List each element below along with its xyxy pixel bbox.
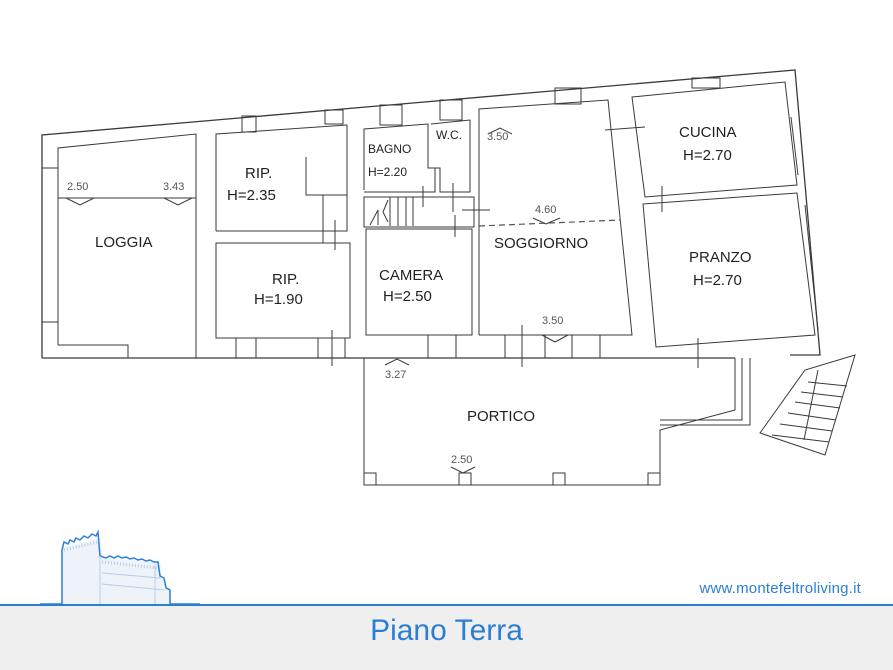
label-cucina: CUCINA [679,124,737,141]
dim-portico-bottom: 2.50 [451,454,472,466]
height-rip-1: H=2.35 [227,187,276,204]
room-wc [422,99,471,212]
dim-loggia-right: 3.43 [163,181,184,193]
dimension-labels: 2.50 3.43 3.50 4.60 3.50 3.27 2.50 [67,131,563,466]
room-rip-1 [215,109,348,250]
dim-soggiorno-mid: 4.60 [535,204,556,216]
room-portico [363,358,751,486]
floor-title: Piano Terra [370,614,523,647]
dim-soggiorno-top: 3.50 [487,131,508,143]
room-cucina [631,77,799,198]
label-rip-2: RIP. [272,271,299,288]
label-pranzo: PRANZO [689,249,752,266]
interior-stair [363,196,490,228]
room-bagno [363,104,436,193]
exterior-stairs [759,354,856,456]
label-camera: CAMERA [379,267,443,284]
website-link[interactable]: www.montefeltroliving.it [699,580,861,597]
height-camera: H=2.50 [383,288,432,305]
label-wc: W.C. [436,128,462,142]
dim-loggia-left: 2.50 [67,181,88,193]
room-rip-2 [215,242,351,366]
room-camera [365,215,473,359]
dim-soggiorno-bottom: 3.50 [542,315,563,327]
footer-band [0,606,893,670]
room-pranzo [642,186,819,368]
label-rip-1: RIP. [245,165,272,182]
label-bagno: BAGNO [368,142,411,156]
label-soggiorno: SOGGIORNO [494,235,588,252]
height-rip-2: H=1.90 [254,291,303,308]
footer-divider [0,604,893,606]
room-labels: LOGGIA RIP. H=2.35 RIP. H=1.90 BAGNO H=2… [95,124,752,425]
outer-walls [41,69,821,359]
floor-plan: LOGGIA RIP. H=2.35 RIP. H=1.90 BAGNO H=2… [41,69,856,486]
castle-logo-icon [40,529,200,605]
height-cucina: H=2.70 [683,147,732,164]
height-bagno: H=2.20 [368,165,407,179]
dim-portico-top: 3.27 [385,369,406,381]
height-pranzo: H=2.70 [693,272,742,289]
dimension-markers [65,127,569,474]
label-loggia: LOGGIA [95,234,153,251]
label-portico: PORTICO [467,408,535,425]
room-loggia [42,133,197,358]
